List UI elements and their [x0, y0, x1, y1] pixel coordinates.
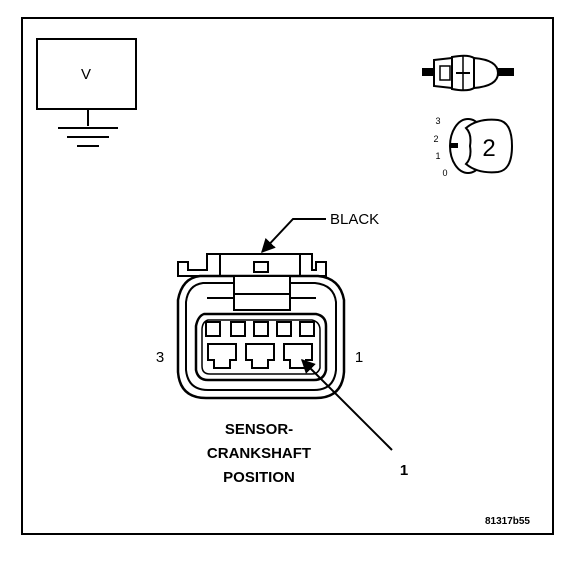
selector-switch-icon: 3 2 1 0 2 — [433, 116, 514, 178]
terminal-pin-3 — [207, 343, 237, 369]
terminal-pin-2 — [245, 343, 275, 369]
pin-label-right: 1 — [355, 349, 363, 366]
switch-position-1: 1 — [435, 151, 440, 161]
probe-icon — [422, 54, 514, 92]
wire-color-leader — [261, 218, 326, 254]
figure-id: 81317b55 — [485, 516, 530, 527]
figure-frame — [21, 17, 554, 535]
switch-setting: 2 — [482, 135, 495, 162]
switch-position-2: 2 — [433, 134, 438, 144]
voltmeter-symbol: V — [36, 38, 137, 147]
pin-label-left: 3 — [156, 349, 164, 366]
callout-leader — [301, 359, 393, 451]
component-name-line-3: POSITION — [223, 469, 295, 486]
component-name-line-1: SENSOR- — [225, 421, 293, 438]
wire-color-label: BLACK — [330, 211, 379, 228]
switch-position-0: 0 — [442, 168, 447, 178]
component-name-line-2: CRANKSHAFT — [207, 445, 311, 462]
callout-number: 1 — [400, 462, 408, 479]
switch-position-3: 3 — [435, 116, 440, 126]
meter-label: V — [81, 66, 91, 83]
ground-icon — [58, 127, 118, 147]
